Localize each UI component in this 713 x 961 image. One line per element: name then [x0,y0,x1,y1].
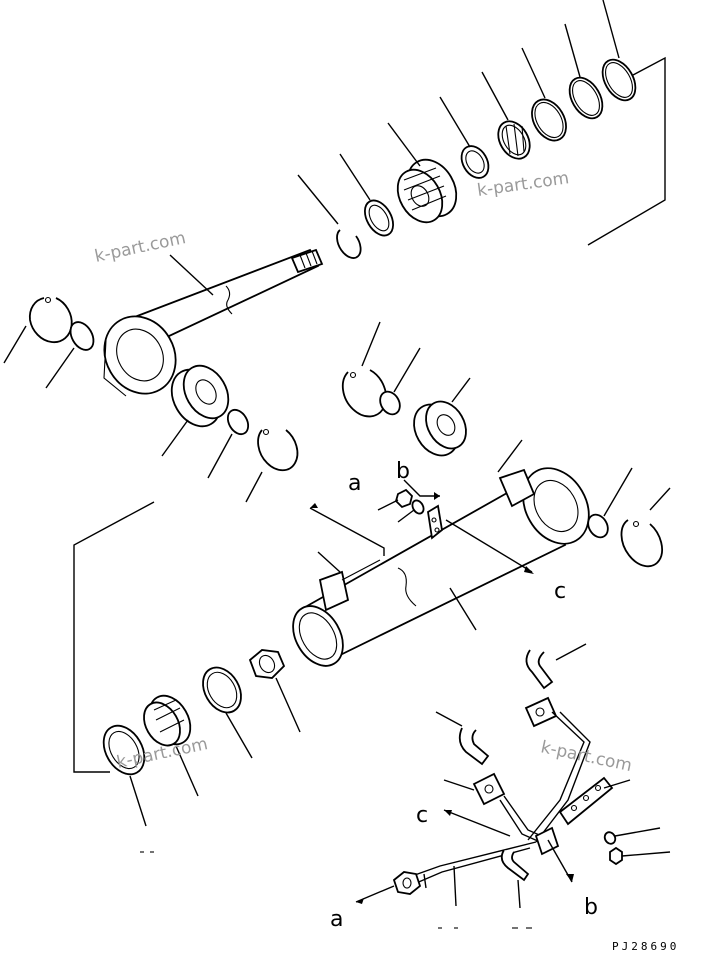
pipe-nut [609,846,671,866]
pipe-washer [603,827,661,845]
hose-upper-u-bolt [525,643,587,690]
tube-eye-seal-right [587,467,633,539]
seal-ring-2 [564,23,604,120]
rod-nut [248,649,301,733]
connector-b-lower: b [584,895,598,920]
piston-seal [339,153,394,237]
pipe-elbow-fitting [534,826,574,883]
drawing-code: PJ28690 [612,940,679,953]
rod-eye-snap-ring-right [245,428,299,503]
connector-b-upper: b [396,459,440,500]
connector-c-lower: c [416,803,511,837]
head-spacer [202,666,253,759]
watermark-4: k-part.com [539,737,634,776]
connector-c-upper: c [445,519,566,604]
collar [439,96,490,179]
cylinder-head [143,694,199,797]
tube-eye-snap-ring-right [620,487,671,568]
connector-label-a-lower: a [330,907,343,932]
tube-washer [397,499,425,523]
piston [387,122,458,224]
rod-eye-snap-ring-left [3,296,73,364]
hose-lower-flange [443,772,506,806]
rod-group-bracket [587,56,666,246]
bottom-ticks [140,851,532,929]
wear-ring [481,71,531,160]
rod-eye-seal-left [45,321,95,389]
connector-a-lower: a [330,885,395,932]
tube-clamp-plate [427,504,443,540]
head-seal-ring [102,724,147,827]
hose-lower-u-bolt [435,711,490,766]
hose-end-fitting [392,865,457,907]
watermark-2: k-part.com [476,168,570,201]
seal-ring-1 [601,0,637,102]
connector-label-b-lower: b [584,895,598,920]
connector-a-upper: a [309,471,385,556]
bottom-bushing [413,377,471,457]
tube-nut [377,488,413,511]
seal-ring-3 [521,47,567,142]
small-u-bolt [500,849,530,909]
hose-upper-flange [524,696,558,728]
piston-rod [103,248,324,397]
cylinder-tube [292,439,590,667]
rod-eye-bushing [161,364,230,457]
head-group-bracket [73,501,155,773]
rod-eye-seal-right [207,408,250,479]
piston-retaining-ring [297,174,362,259]
bottom-snap-ring-left [341,321,388,418]
connector-label-c-upper: c [554,579,566,604]
connector-label-a-upper: a [348,471,361,496]
pipe-clamp-bracket [558,776,631,826]
connector-label-b-upper: b [396,459,410,484]
watermark-1: k-part.com [93,228,188,267]
connector-label-c-lower: c [416,803,428,828]
bottom-seal-left [379,347,421,416]
